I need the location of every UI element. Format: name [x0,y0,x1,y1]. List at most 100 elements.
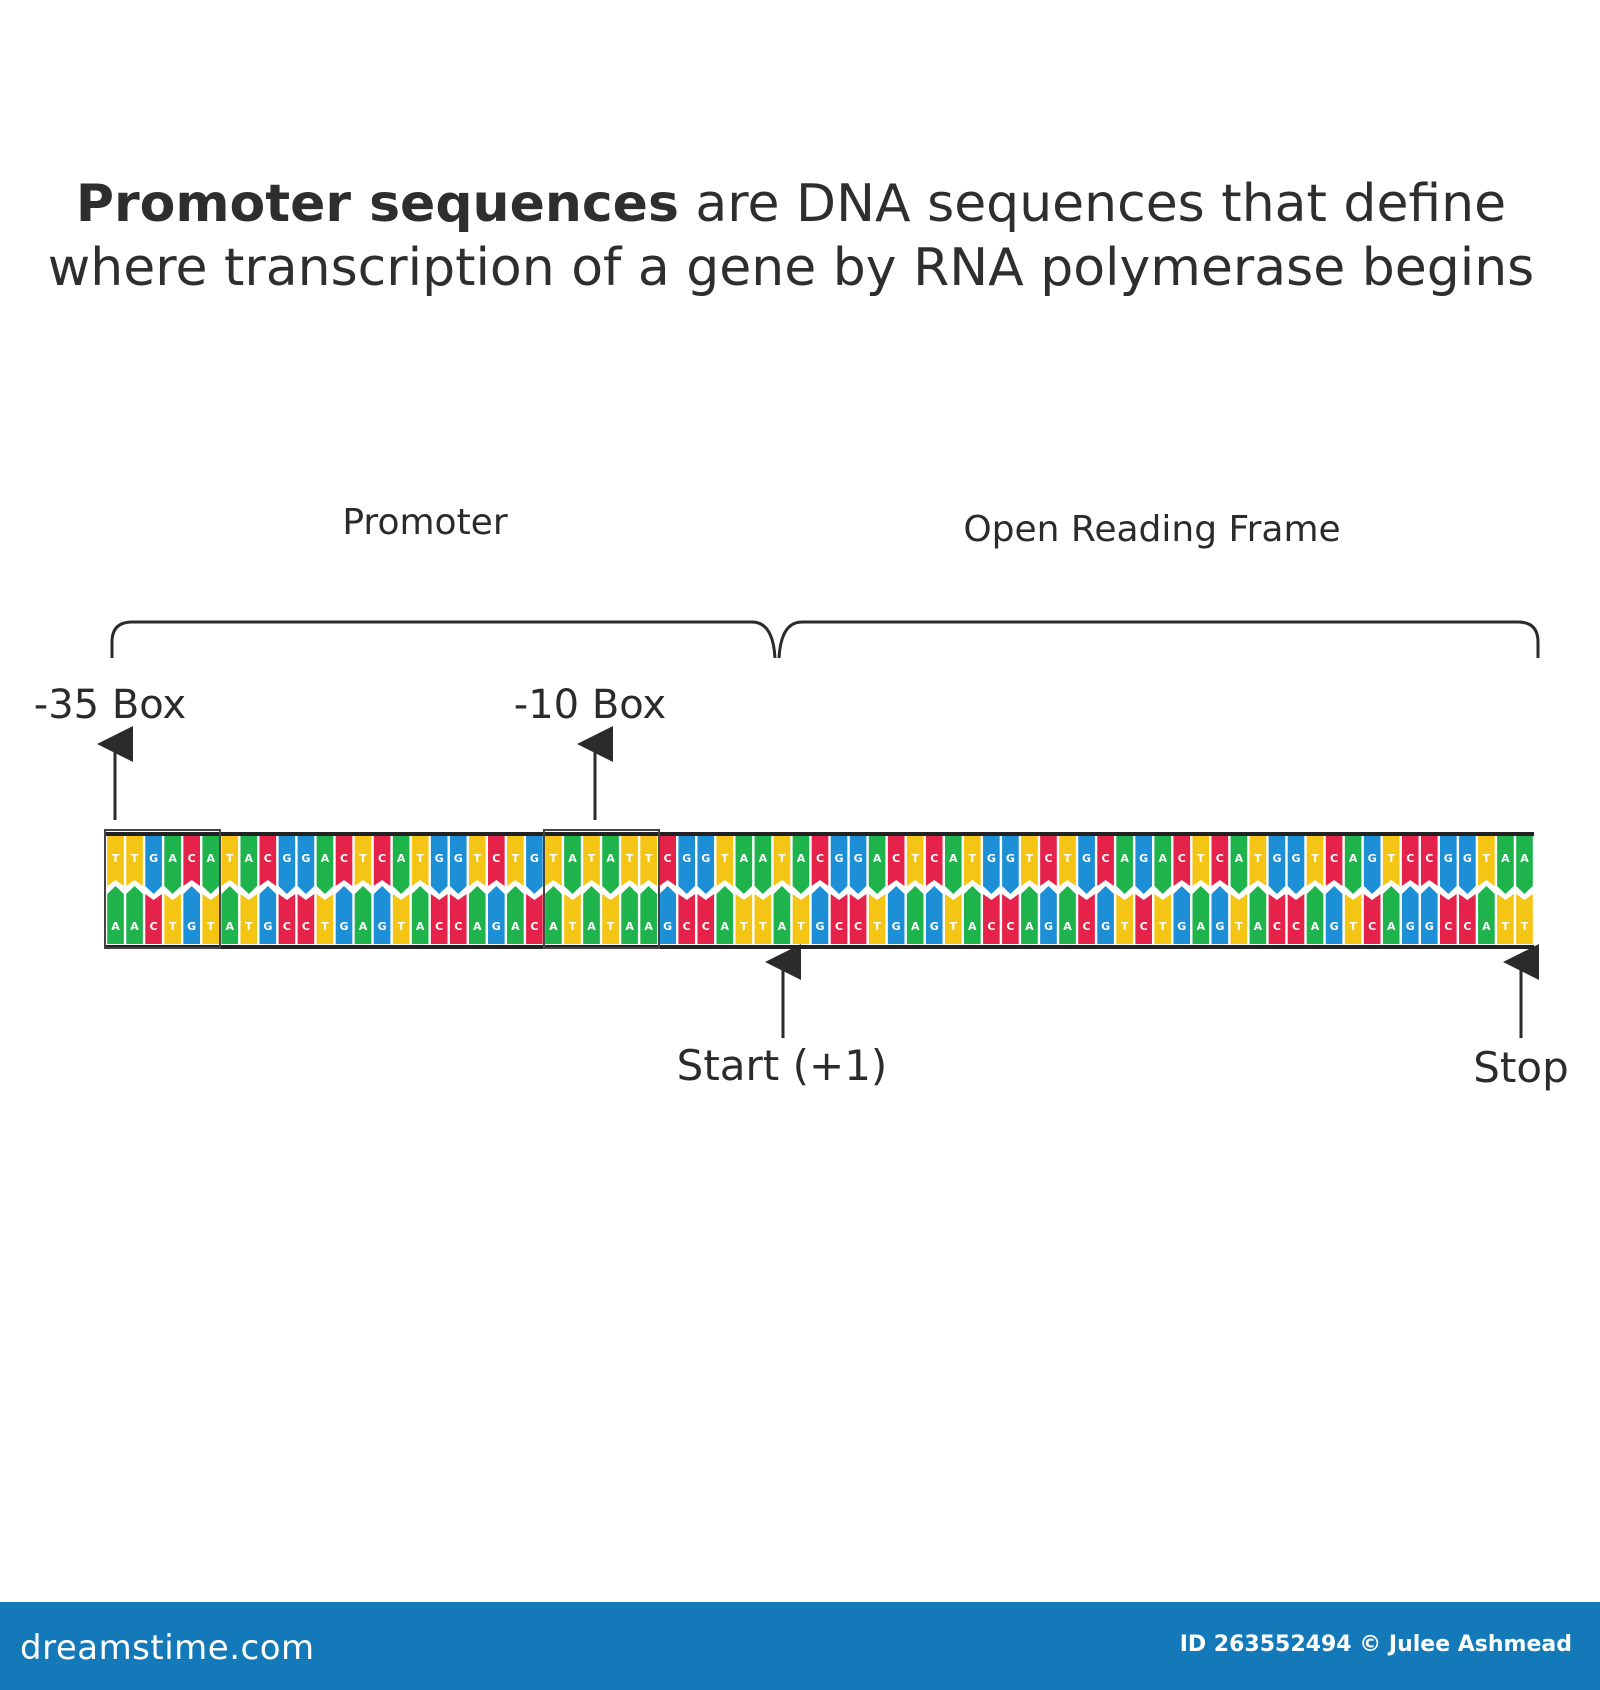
dna-base-bottom-letter: G [1101,920,1110,933]
dna-base-bottom [1154,894,1172,944]
dna-base-top [906,836,924,886]
dna-base-top [126,836,143,886]
dna-base-bottom [1097,886,1114,944]
dna-base-top [773,836,791,886]
dna-top-backbone [106,832,1534,836]
title-line-2: where transcription of a gene by RNA pol… [47,238,1535,298]
title-line-1: Promoter sequences are DNA sequences tha… [0,172,1582,236]
dna-base-top-letter: A [797,852,806,865]
dna-base-bottom [659,886,676,944]
dna-base-top-letter: C [1216,852,1224,865]
dna-base-top-letter: C [188,852,196,865]
dna-base-bottom-letter: C [530,920,538,933]
dna-base-top-letter: G [530,852,539,865]
dna-base-bottom [1040,886,1057,944]
dna-base-top-letter: G [682,852,691,865]
dna-base-top-letter: A [740,852,749,865]
dna-base-bottom-letter: T [1235,920,1243,933]
dna-base-top-letter: A [168,852,177,865]
image-credit: ID 263552494 © Julee Ashmead [1179,1632,1572,1657]
dna-base-bottom [259,886,277,944]
dna-base-top [1021,836,1038,886]
dna-base-bottom [1173,886,1191,944]
dna-base-bottom [1116,894,1133,944]
dna-base-top [583,836,600,886]
dna-base-bottom-letter: A [721,920,730,933]
dna-base-top-letter: T [778,852,786,865]
dna-base-bottom-letter: G [663,920,672,933]
dna-base-top-letter: C [892,852,900,865]
dna-base-top [202,836,220,894]
dna-base-bottom [354,886,372,944]
dna-base-bottom [621,886,638,944]
dna-base-top-letter: T [512,852,520,865]
dna-base-top-letter: T [1026,852,1034,865]
dna-base-bottom-letter: T [245,920,253,933]
title-bold: Promoter sequences [75,174,679,234]
dna-base-bottom [1344,894,1362,944]
dna-base-top-letter: A [1520,852,1529,865]
dna-base-bottom [1059,886,1076,944]
dna-base-top-letter: A [206,852,215,865]
dna-base-bottom-letter: A [549,920,558,933]
dna-base-bottom-letter: G [1044,920,1053,933]
dna-base-bottom [278,894,296,944]
dna-base-bottom [1363,894,1381,944]
dna-base-bottom [1230,894,1248,944]
dna-base-top [792,836,810,894]
dna-base-top-letter: C [664,852,672,865]
dna-base-top [1440,836,1457,894]
dna-base-top-letter: G [1006,852,1015,865]
dna-base-top [964,836,981,886]
dna-base-bottom [811,886,829,944]
dna-base-bottom-letter: T [1159,920,1167,933]
dna-base-bottom-letter: T [321,920,329,933]
dna-base-bottom-letter: G [930,920,939,933]
dna-base-top [716,836,734,886]
dna-base-top [468,836,486,886]
dna-base-top-letter: G [835,852,844,865]
dna-base-top [1459,836,1476,894]
dna-base-bottom-letter: A [1254,920,1263,933]
dna-base-bottom-letter: A [778,920,787,933]
dna-base-bottom-letter: A [111,920,120,933]
dna-strand: TATAGCATCGATTAATCGGCGCATCGTACGATTAGCGCTA… [106,832,1534,949]
dna-base-top [164,836,181,894]
dna-base-top-letter: A [568,852,577,865]
dna-base-top [1268,836,1286,894]
dna-base-top-letter: G [301,852,310,865]
dna-base-top [411,836,429,886]
dna-base-top [507,836,524,886]
dna-base-top [1154,836,1172,894]
dna-base-top [259,836,277,886]
dna-base-top [1497,836,1514,894]
dna-base-bottom-letter: T [873,920,881,933]
dna-base-bottom [316,894,334,944]
dna-base-top [1401,836,1419,886]
dna-base-top [145,836,162,894]
dna-base-bottom-letter: A [1063,920,1072,933]
dna-base-bottom [754,894,772,944]
dna-base-top-letter: A [397,852,406,865]
dna-base-bottom-letter: T [950,920,958,933]
dna-base-top [297,836,315,894]
dna-base-top-letter: C [340,852,348,865]
dna-base-bottom [925,886,943,944]
dna-base-bottom-letter: T [740,920,748,933]
dna-base-bottom-letter: A [1387,920,1396,933]
dna-base-bottom-letter: A [1025,920,1034,933]
dna-base-top-letter: G [454,852,463,865]
dna-base-bottom-letter: A [359,920,368,933]
dna-base-bottom [716,886,734,944]
dna-base-top [392,836,410,894]
dna-base-top [1059,836,1076,886]
dna-base-top [887,836,905,886]
dna-base-top [1382,836,1400,886]
dna-base-bottom-letter: C [987,920,995,933]
dna-base-top [278,836,296,894]
dna-base-bottom [488,886,505,944]
dna-base-top-letter: T [1254,852,1262,865]
dna-base-bottom [1192,886,1210,944]
dna-base-top-letter: T [1197,852,1205,865]
dna-base-top [240,836,258,894]
